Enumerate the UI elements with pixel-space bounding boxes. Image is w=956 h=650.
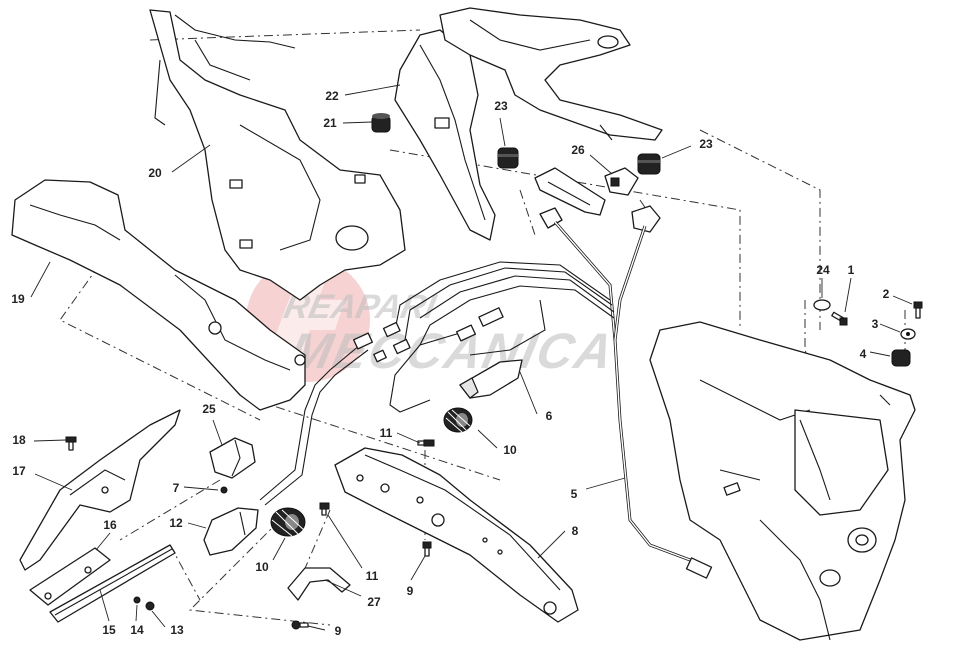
mudguard-part-17 <box>19 409 181 571</box>
callout-17: 17 <box>12 464 26 478</box>
watermark-line-2: MECCANICA <box>284 323 619 379</box>
callout-21: 21 <box>323 116 337 130</box>
bracket-part-27 <box>287 567 351 601</box>
leader-lines <box>30 84 913 631</box>
callout-26: 26 <box>571 143 585 157</box>
grommets <box>371 113 661 175</box>
callout-27: 27 <box>367 595 381 609</box>
callout-13: 13 <box>170 623 184 637</box>
washer-24 <box>813 299 831 311</box>
plate-part-16 <box>29 547 111 606</box>
screw-1 <box>831 311 848 326</box>
washer-3 <box>900 328 916 340</box>
grommet-23-right <box>637 153 661 175</box>
callout-16: 16 <box>103 518 117 532</box>
screw-18 <box>65 436 77 451</box>
callout-18: 18 <box>12 433 26 447</box>
callout-6: 6 <box>546 409 553 423</box>
callout-15: 15 <box>102 623 116 637</box>
screw-2 <box>913 301 923 319</box>
reflector-part-25 <box>209 437 256 479</box>
callout-12: 12 <box>169 516 183 530</box>
callout-24: 24 <box>816 263 830 277</box>
plate-part-15 <box>49 544 176 623</box>
tail-section <box>649 321 916 641</box>
callout-9-lower: 9 <box>335 624 342 638</box>
callout-20: 20 <box>148 166 162 180</box>
rear-bracket <box>439 7 663 141</box>
spring-10-upper <box>443 407 473 433</box>
washer-13 <box>145 601 155 611</box>
callout-3: 3 <box>872 317 879 331</box>
screw-9-upper <box>422 541 432 557</box>
plate-holder-part-8 <box>334 447 579 623</box>
wiring-harness-part-5 <box>259 221 713 579</box>
callout-4: 4 <box>860 347 867 361</box>
callout-10-upper: 10 <box>503 443 517 457</box>
turn-signal-part-12 <box>203 507 259 556</box>
shroud-part-22 <box>394 29 496 241</box>
screw-11-lower <box>319 502 330 516</box>
callout-25: 25 <box>202 402 216 416</box>
callout-9-upper: 9 <box>407 584 414 598</box>
grommet-21 <box>371 113 391 133</box>
connectors-part-26 <box>534 167 661 233</box>
grommet-23-left <box>497 147 519 169</box>
callout-23-right: 23 <box>699 137 713 151</box>
screw-11-upper <box>417 439 435 447</box>
washer-14 <box>133 596 141 604</box>
callout-14: 14 <box>130 623 144 637</box>
callout-10-lower: 10 <box>255 560 269 574</box>
turn-signal-part-6 <box>459 359 523 399</box>
callout-7: 7 <box>173 481 180 495</box>
callout-5: 5 <box>571 487 578 501</box>
callout-1: 1 <box>848 263 855 277</box>
callout-8: 8 <box>572 524 579 538</box>
screw-7 <box>220 486 228 494</box>
callout-11-upper: 11 <box>380 426 393 440</box>
callout-labels: 1 2 3 4 5 6 7 8 9 9 10 10 11 11 12 13 14… <box>11 89 889 638</box>
frame-bracket-part-20 <box>149 9 406 301</box>
spring-10-lower <box>270 507 306 537</box>
side-cover-part-19 <box>11 179 306 411</box>
callout-23-left: 23 <box>494 99 508 113</box>
fasteners <box>65 299 923 630</box>
callout-11-lower: 11 <box>366 569 379 583</box>
callout-22: 22 <box>325 89 339 103</box>
callout-19: 19 <box>11 292 25 306</box>
grommet-4 <box>891 349 911 367</box>
screw-9-lower <box>291 620 309 630</box>
callout-2: 2 <box>883 287 890 301</box>
